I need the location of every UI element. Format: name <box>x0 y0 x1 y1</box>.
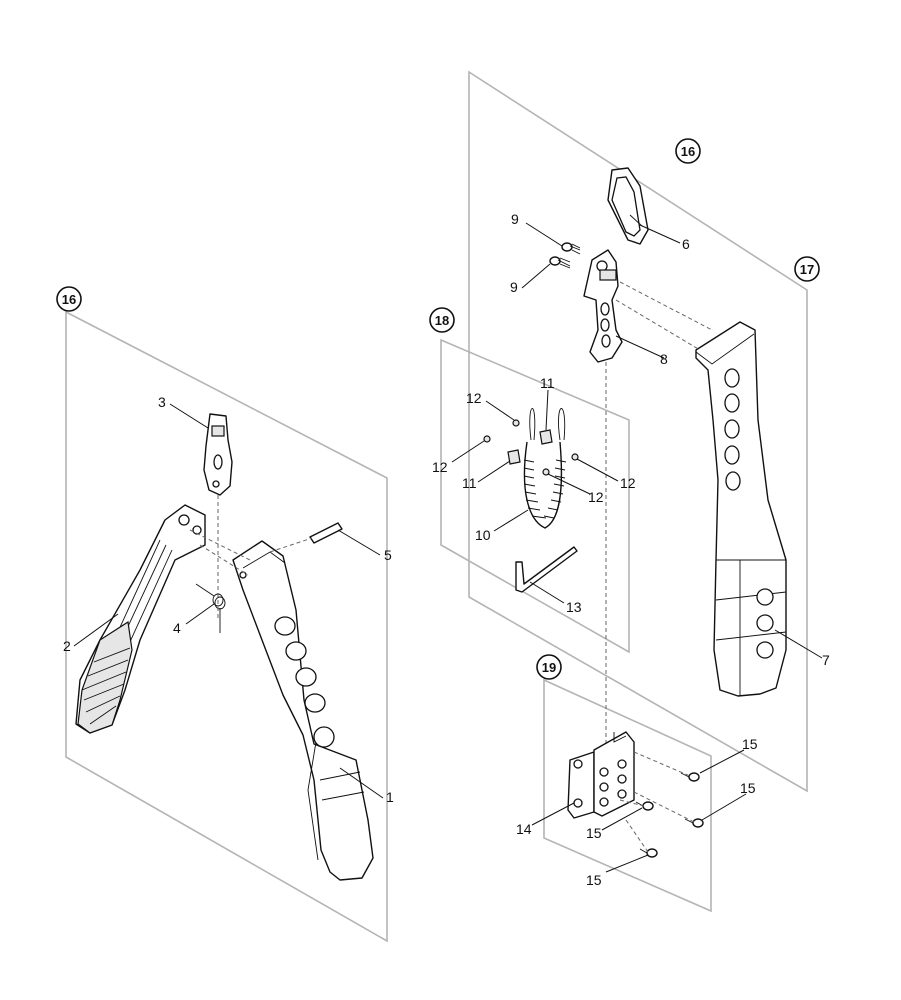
callout-13: 13 <box>566 599 582 615</box>
leader-lines <box>73 222 823 873</box>
part-15-screw-2 <box>684 818 704 828</box>
assembly-ref-16-carabiner: 16 <box>675 138 701 164</box>
callout-5: 5 <box>384 547 392 563</box>
part-9-screw-upper <box>561 242 581 255</box>
assembly-line <box>269 537 313 553</box>
svg-text:17: 17 <box>800 262 814 277</box>
callout-12-d: 12 <box>588 489 604 505</box>
assembly-panel-16-left <box>65 310 388 943</box>
callout-12-b: 12 <box>432 459 448 475</box>
part-10-coiled-tether <box>523 408 567 529</box>
assembly-ref-19: 19 <box>536 654 562 680</box>
svg-text:18: 18 <box>435 313 449 328</box>
callout-15-c: 15 <box>586 825 602 841</box>
callout-14: 14 <box>516 821 532 837</box>
callout-7: 7 <box>822 652 830 668</box>
callout-12-c: 12 <box>620 475 636 491</box>
callout-6: 6 <box>682 236 690 252</box>
assembly-line <box>625 819 649 853</box>
assembly-ref-18: 18 <box>429 307 455 333</box>
callout-12-a: 12 <box>466 390 482 406</box>
part-7-tall-grip <box>695 321 787 697</box>
part-13-hex-key <box>515 546 578 593</box>
svg-text:19: 19 <box>542 660 556 675</box>
part-12-ball-caps <box>483 419 579 476</box>
part-6-carabiner <box>607 167 649 245</box>
part-4-spring <box>195 583 226 633</box>
svg-text:16: 16 <box>681 144 695 159</box>
assembly-ref-16-left: 16 <box>56 286 82 312</box>
part-14-mounting-plate <box>567 731 635 819</box>
part-8-hook-bracket <box>583 249 623 363</box>
callout-11-lower: 11 <box>462 475 477 491</box>
callout-8: 8 <box>660 351 668 367</box>
svg-text:16: 16 <box>62 292 76 307</box>
callout-4: 4 <box>173 620 181 636</box>
assembly-line <box>615 299 701 351</box>
callout-9-upper: 9 <box>511 211 519 227</box>
callout-10: 10 <box>475 527 491 543</box>
part-11-ferrule-upper <box>539 429 553 445</box>
part-15-screw-4 <box>639 848 658 858</box>
callout-15-a: 15 <box>742 736 758 752</box>
assembly-ref-17: 17 <box>794 256 820 282</box>
assembly-line <box>633 751 691 777</box>
assembly-panel-19 <box>543 678 712 913</box>
assembly-panel-17 <box>468 70 808 793</box>
assembly-line <box>619 281 713 331</box>
callout-9-lower: 9 <box>510 279 518 295</box>
assembly-line <box>199 544 249 576</box>
part-15-screw-3 <box>635 801 654 811</box>
callout-15-b: 15 <box>740 780 756 796</box>
callout-2: 2 <box>63 638 71 654</box>
part-2-jaw-arm <box>75 504 206 734</box>
part-15-screw-1 <box>680 772 700 782</box>
part-9-screw-lower <box>549 256 571 269</box>
part-5-pin <box>309 522 343 544</box>
part-3-clip-bracket <box>203 413 233 496</box>
callout-15-d: 15 <box>586 872 602 888</box>
part-1-handle <box>232 540 374 881</box>
part-11-ferrule-lower <box>507 449 521 465</box>
callout-3: 3 <box>158 394 166 410</box>
assembly-panel-18 <box>440 338 630 654</box>
callout-11-upper: 11 <box>540 375 555 391</box>
callout-1: 1 <box>386 789 394 805</box>
